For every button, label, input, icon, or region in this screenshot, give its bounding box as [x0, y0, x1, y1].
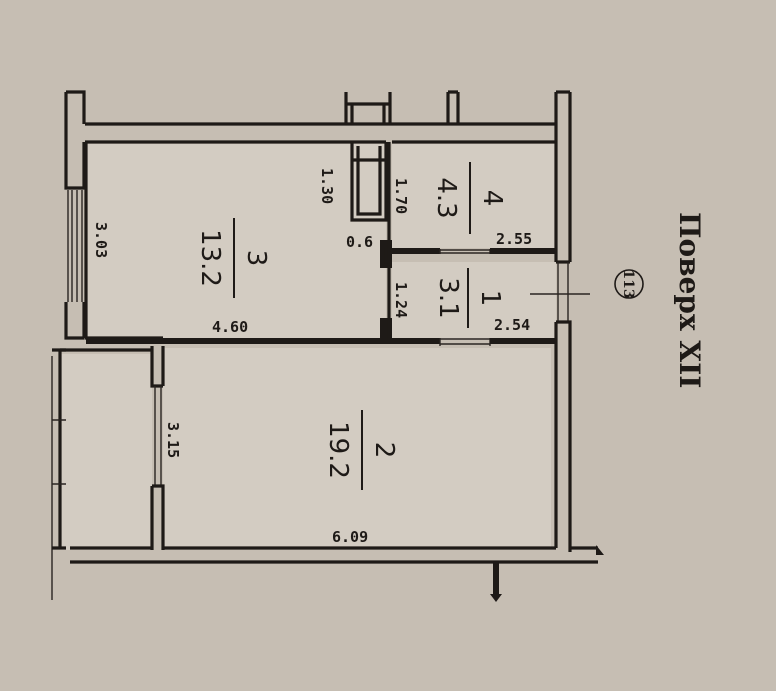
dim-room1-width: 1.24 [392, 282, 410, 318]
dim-room4-width: 1.70 [392, 178, 410, 214]
apartment-number-badge: 113 [614, 269, 644, 299]
svg-text:4.3: 4.3 [431, 177, 461, 218]
svg-text:3.1: 3.1 [433, 277, 463, 318]
walls [51, 90, 604, 602]
dim-room4-length: 2.55 [496, 230, 532, 248]
svg-text:19.2: 19.2 [323, 421, 353, 479]
room-2-label: 2 19.2 [323, 410, 399, 490]
dim-room3-length: 4.60 [212, 318, 248, 336]
dim-room1-length: 2.54 [494, 316, 530, 334]
room-fills [60, 142, 556, 550]
room-3-label: 3 13.2 [195, 218, 271, 298]
floor-title: Поверх XII [673, 212, 706, 388]
dim-room3-width: 3.03 [92, 222, 110, 258]
svg-text:113: 113 [620, 269, 636, 298]
room-1-label: 1 3.1 [433, 268, 505, 328]
dim-room3-niche: 1.30 [318, 168, 336, 204]
dim-room2-length: 6.09 [332, 528, 368, 546]
svg-text:3: 3 [241, 250, 271, 267]
room-4-label: 4 4.3 [431, 162, 507, 234]
svg-text:1: 1 [475, 290, 505, 307]
svg-text:2: 2 [369, 442, 399, 459]
dim-room3-niche-depth: 0.6 [346, 233, 373, 251]
svg-text:4: 4 [477, 190, 507, 207]
svg-text:13.2: 13.2 [195, 229, 225, 287]
dim-room2-width: 3.15 [164, 422, 182, 458]
